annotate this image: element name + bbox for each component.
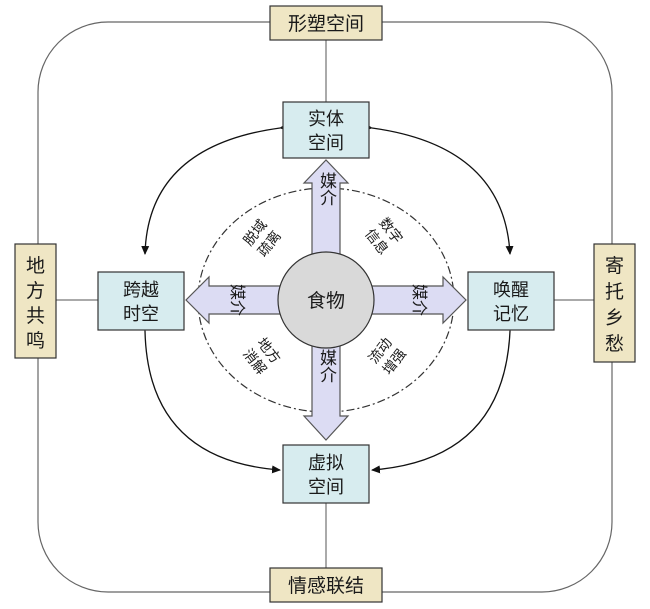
outer-label-bottom: 情感联结	[288, 575, 364, 597]
inner-label-bottom-2: 空间	[308, 477, 344, 498]
inner-label-left-2: 时空	[123, 304, 159, 325]
medium-arrow-down	[302, 337, 350, 441]
inner-label-top-2: 空间	[308, 133, 344, 154]
curve-arrow-bottom-right	[371, 322, 515, 474]
outer-label-left-3: 共	[26, 305, 45, 327]
outer-label-right-3: 乡	[605, 307, 624, 329]
medium-label-down: 媒介	[316, 349, 337, 383]
outer-box-top	[269, 5, 383, 41]
outer-label-right-4: 愁	[605, 333, 624, 355]
curve-arrow-bottom-left	[140, 322, 281, 474]
inner-box-bottom	[282, 444, 370, 504]
inner-label-bottom-1: 虚拟	[308, 453, 344, 474]
medium-arrow-left	[185, 275, 288, 325]
outer-box-right	[593, 243, 636, 363]
inner-label-left-1: 跨越	[123, 280, 159, 301]
outer-box-bottom	[269, 567, 383, 603]
outer-box-left	[14, 243, 57, 359]
medium-label-right: 媒介	[410, 284, 429, 316]
curve-arrow-top-right	[363, 122, 514, 255]
inner-box-top	[282, 101, 370, 159]
outer-label-left-2: 方	[26, 280, 45, 302]
medium-arrow-right	[364, 275, 467, 325]
inner-label-right-2: 记忆	[493, 304, 529, 325]
curve-arrow-top-left	[141, 122, 289, 255]
outer-label-left-4: 鸣	[26, 330, 45, 352]
inner-box-left	[97, 271, 185, 331]
center-label: 食物	[307, 290, 345, 312]
inner-label-right-1: 唤醒	[493, 280, 529, 301]
medium-arrow-up	[302, 159, 350, 263]
inner-box-right	[467, 271, 555, 331]
medium-label-up: 媒介	[316, 172, 337, 206]
outer-label-left-1: 地	[26, 255, 45, 277]
outer-label-right-2: 托	[605, 281, 624, 303]
inner-label-top-1: 实体	[308, 109, 344, 130]
outer-label-right-1: 寄	[605, 255, 624, 277]
medium-label-left: 媒介	[228, 284, 247, 316]
outer-label-top: 形塑空间	[288, 13, 364, 35]
center-circle	[277, 251, 375, 349]
